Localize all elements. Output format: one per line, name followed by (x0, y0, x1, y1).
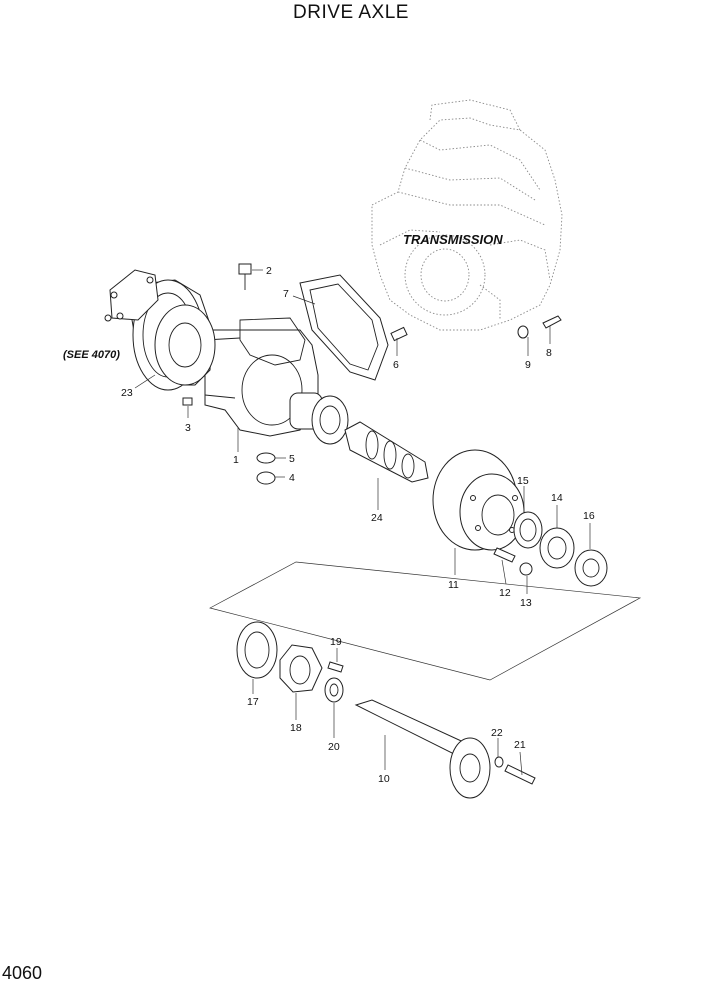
transmission-label: TRANSMISSION (403, 232, 503, 247)
left-hub-assembly (104, 269, 216, 391)
lower-parts (236, 621, 536, 799)
callout-6: 6 (393, 359, 399, 371)
callout-1: 1 (233, 454, 239, 466)
callout-12: 12 (499, 587, 511, 599)
callout-16: 16 (583, 510, 595, 522)
callout-10: 10 (378, 773, 390, 785)
callout-13: 13 (520, 597, 532, 609)
callout-8: 8 (546, 347, 552, 359)
callout-14: 14 (551, 492, 563, 504)
callout-11: 11 (448, 579, 459, 591)
small-parts (182, 263, 562, 576)
callout-3: 3 (185, 422, 191, 434)
callout-24: 24 (371, 512, 383, 524)
wheel-hub (432, 449, 525, 551)
callout-17: 17 (247, 696, 259, 708)
callout-22: 22 (491, 727, 503, 739)
bearing-stack (513, 511, 608, 587)
callout-19: 19 (330, 636, 342, 648)
page-title: DRIVE AXLE (293, 2, 409, 23)
axle-housing (204, 317, 349, 445)
see-reference-label: (SEE 4070) (63, 349, 120, 361)
gasket (299, 274, 389, 381)
leader-lines (134, 269, 591, 776)
callout-7: 7 (283, 288, 289, 300)
page-number: 4060 (2, 963, 43, 983)
callout-5: 5 (289, 453, 295, 465)
transmission-phantom (371, 99, 563, 331)
callout-18: 18 (290, 722, 302, 734)
callout-4: 4 (289, 472, 295, 484)
callout-23: 23 (121, 387, 133, 399)
callout-2: 2 (266, 265, 272, 277)
callout-15: 15 (517, 475, 529, 487)
callout-9: 9 (525, 359, 531, 371)
lower-assembly-outline (209, 561, 642, 681)
pinion-shaft (344, 421, 429, 483)
callout-21: 21 (514, 739, 526, 751)
callout-numbers: 1 2 3 4 5 6 7 8 9 10 11 12 13 14 15 16 1… (121, 265, 595, 785)
callout-20: 20 (328, 741, 340, 753)
